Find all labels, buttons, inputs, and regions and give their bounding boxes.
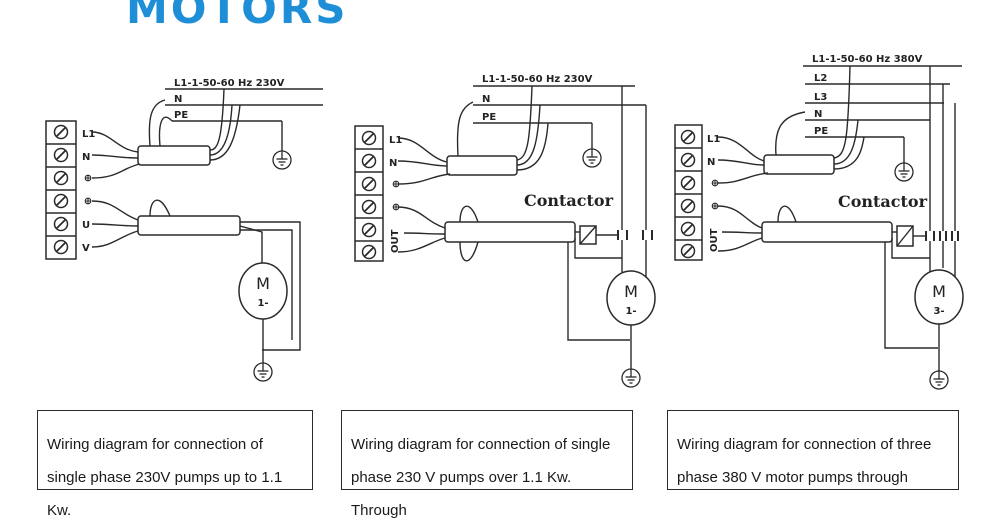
caption-box: Wiring diagram for connection of single … xyxy=(37,410,313,519)
cable-connector xyxy=(444,221,576,243)
earth-icon xyxy=(272,150,292,170)
terminal-label-v: V xyxy=(82,243,90,254)
cable-connector xyxy=(137,145,211,166)
earth-icon xyxy=(253,362,273,382)
line-label-n: N xyxy=(482,94,490,105)
screw-icon xyxy=(53,239,69,255)
line-label-pe: PE xyxy=(174,110,188,121)
wiring-diagrams: L1-1-50-60 Hz 230V N PE L1 N U V xyxy=(45,54,964,390)
line-label-l2: L2 xyxy=(814,73,827,84)
screw-icon xyxy=(680,129,696,145)
screw-icon xyxy=(53,170,69,186)
cable-connector xyxy=(761,221,893,243)
screw-icon xyxy=(53,216,69,232)
line-label-n: N xyxy=(814,109,822,120)
terminal-label-l1: L1 xyxy=(707,134,720,145)
motor-label: M xyxy=(932,282,946,301)
terminal-label-n: N xyxy=(707,157,715,168)
earth-terminal-icon xyxy=(84,174,92,182)
page-heading: MOTORS xyxy=(126,0,349,33)
screw-icon xyxy=(53,147,69,163)
diagram-2: L1-1-50-60 Hz 230V N PE L1 N OUT xyxy=(354,74,656,388)
motor-phase-label: 1- xyxy=(625,306,636,317)
line-label-l3: L3 xyxy=(814,92,827,103)
contactor-label: Contactor xyxy=(524,191,614,210)
caption-box: Wiring diagram for connection of three p… xyxy=(667,410,959,490)
terminal-label-n: N xyxy=(82,152,90,163)
terminal-label-n: N xyxy=(389,158,397,169)
earth-icon xyxy=(621,368,641,388)
terminal-label-l1: L1 xyxy=(389,135,402,146)
screw-icon xyxy=(680,152,696,168)
earth-terminal-icon xyxy=(711,202,719,210)
screw-icon xyxy=(680,175,696,191)
supply-label: L1-1-50-60 Hz 380V xyxy=(812,54,923,65)
line-label-pe: PE xyxy=(814,126,828,137)
screw-icon xyxy=(361,199,377,215)
earth-icon xyxy=(582,148,602,168)
screw-icon xyxy=(53,193,69,209)
terminal-label-l1: L1 xyxy=(82,129,95,140)
motor-label: M xyxy=(624,282,638,301)
line-label-n: N xyxy=(174,94,182,105)
cable-connector xyxy=(763,154,835,175)
motor-phase-label: 1- xyxy=(257,298,268,309)
earth-icon xyxy=(894,162,914,182)
earth-terminal-icon xyxy=(84,197,92,205)
contactor-label: Contactor xyxy=(838,192,928,211)
screw-icon xyxy=(361,244,377,260)
screw-icon xyxy=(361,176,377,192)
screw-icon xyxy=(53,124,69,140)
screw-icon xyxy=(361,130,377,146)
screw-icon xyxy=(361,222,377,238)
diagram-3: L1-1-50-60 Hz 380V L2 L3 N PE L1 N OUT xyxy=(674,54,964,390)
terminal-label-u: U xyxy=(82,220,90,231)
earth-icon xyxy=(929,370,949,390)
earth-terminal-icon xyxy=(711,179,719,187)
supply-label: L1-1-50-60 Hz 230V xyxy=(174,78,285,89)
terminal-label-out: OUT xyxy=(390,229,401,253)
screw-icon xyxy=(680,221,696,237)
diagram-1: L1-1-50-60 Hz 230V N PE L1 N U V xyxy=(45,78,323,382)
screw-icon xyxy=(680,198,696,214)
cable-connector xyxy=(446,155,518,176)
terminal-label-out: OUT xyxy=(709,228,720,252)
cable-connector xyxy=(137,215,241,236)
supply-label: L1-1-50-60 Hz 230V xyxy=(482,74,593,85)
motor-label: M xyxy=(256,274,270,293)
motor-phase-label: 3- xyxy=(933,306,944,317)
screw-icon xyxy=(361,153,377,169)
screw-icon xyxy=(680,243,696,259)
caption-box: Wiring diagram for connection of single … xyxy=(341,410,633,519)
line-label-pe: PE xyxy=(482,112,496,123)
